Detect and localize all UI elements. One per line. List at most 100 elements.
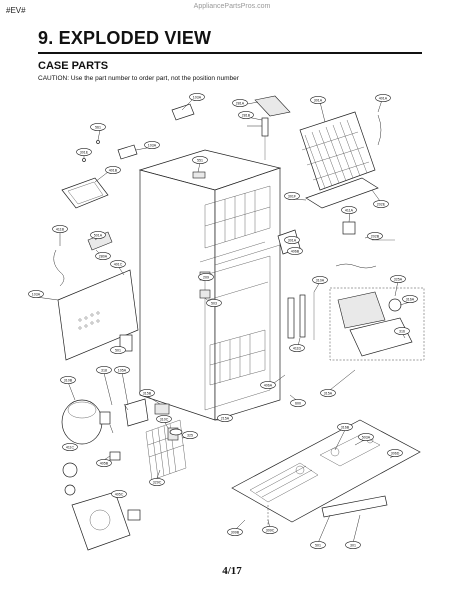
callout-text: 405C (115, 492, 124, 496)
callout-label: 315A (320, 389, 336, 397)
callout-text: 411A (345, 208, 354, 212)
callout-label: 316A (402, 295, 418, 303)
evaporator (299, 111, 395, 241)
callout-label: 401B (105, 166, 121, 174)
callout-label: 209 (198, 273, 214, 281)
callout-label: 301A (284, 236, 300, 244)
compressor-group (61, 398, 187, 551)
callout-text: 401B (109, 168, 118, 172)
callout-text: 406B (291, 249, 300, 253)
callout-text: 310A (316, 278, 325, 282)
callout-text: 215A (221, 416, 230, 420)
callout-label: 306D (387, 449, 403, 457)
callout-label: 281A (232, 99, 248, 107)
callout-label: 280A (95, 252, 111, 260)
callout-text: 401A (379, 96, 388, 100)
callout-label: 105A (114, 366, 130, 374)
title-rule (38, 52, 422, 54)
callout-label: 325 (182, 431, 198, 439)
section-title: CASE PARTS (38, 60, 109, 72)
back-panel (53, 231, 139, 361)
callout-label: 318 (96, 366, 112, 374)
callout-label: 202E (373, 200, 389, 208)
callout-label: 551 (192, 156, 208, 164)
callout-text: 105A (118, 368, 127, 372)
page-number: 4/17 (222, 565, 242, 577)
callout-text: 325 (187, 433, 193, 437)
callout-text: 501A (94, 233, 103, 237)
callout-text: 551 (197, 158, 203, 162)
callout-label: 411B (52, 225, 68, 233)
callout-label: 401C (110, 260, 126, 268)
base-plate (231, 419, 421, 530)
callout-text: 301A (314, 98, 323, 102)
callout-label: 103A (144, 141, 160, 149)
callout-label: 406B (287, 247, 303, 255)
callout-text: 281B (242, 113, 251, 117)
callout-label: 401A (375, 94, 391, 102)
callout-text: 411C (66, 445, 75, 449)
callout-label: 315B (139, 389, 155, 397)
callout-label: 310A (312, 276, 328, 284)
callout-label: 411C (62, 443, 78, 451)
callout-text: 501 (315, 543, 321, 547)
callout-label: 600 (290, 399, 306, 407)
callout-label: 501A (90, 231, 106, 239)
callout-text: 315A (324, 391, 333, 395)
callout-text: 301E (80, 150, 89, 154)
callout-label: 561 (90, 123, 106, 131)
callout-label: 405B (96, 459, 112, 467)
callout-label: 406A (260, 381, 276, 389)
callout-text: 310B (64, 378, 73, 382)
callout-text: 202B (371, 234, 380, 238)
callout-label: 310B (60, 376, 76, 384)
cabinet (138, 149, 282, 421)
callout-text: 202E (377, 202, 386, 206)
callout-label: 325A (390, 275, 406, 283)
callout-label: 501 (310, 541, 326, 549)
callout-label: 501 (110, 346, 126, 354)
callout-text: 310C (160, 417, 169, 421)
callout-text: 316 (399, 329, 405, 333)
callout-text: 103A (32, 292, 41, 296)
callout-text: 318 (101, 368, 107, 372)
callout-text: 406A (264, 383, 273, 387)
callout-label: 301A (310, 96, 326, 104)
watermark: AppliancePartsPros.com (193, 3, 271, 10)
callout-label: 411A (341, 206, 357, 214)
callout-label: 316 (394, 327, 410, 335)
callout-text: 316B (341, 425, 350, 429)
page-title: 9. EXPLODED VIEW (38, 28, 212, 48)
callout-text: 281A (236, 101, 245, 105)
callout-text: 411B (56, 227, 65, 231)
callout-label: 411D (289, 344, 305, 352)
callout-label: 310C (156, 415, 172, 423)
callout-text: 325A (394, 277, 403, 281)
callout-text: 301A (288, 238, 297, 242)
callout-text: 405B (100, 461, 109, 465)
callout-text: 103A (148, 143, 157, 147)
callout-label: 405C (111, 490, 127, 498)
callout-text: 329C (153, 480, 162, 484)
callout-label: 215A (217, 414, 233, 422)
caution-note: CAUTION: Use the part number to order pa… (38, 75, 239, 82)
hinge-covers (61, 103, 195, 209)
top-hinge (254, 95, 291, 160)
callout-label: 301F (284, 192, 300, 200)
callout-text: 103A (193, 95, 202, 99)
callout-text: 401C (114, 262, 123, 266)
callout-text: 501 (115, 348, 121, 352)
callout-label: 316B (337, 423, 353, 431)
callout-label: 301 (345, 541, 361, 549)
callout-label: 202B (367, 232, 383, 240)
callout-text: 301 (350, 543, 356, 547)
callout-label: 281B (238, 111, 254, 119)
page-tag: #EV# (6, 6, 26, 15)
callout-text: 411D (293, 346, 302, 350)
callout-text: 315B (143, 391, 152, 395)
callout-text: 309C (266, 528, 275, 532)
callout-text: 301F (288, 194, 297, 198)
callout-text: 309B (231, 530, 240, 534)
callout-label: 329C (149, 478, 165, 486)
